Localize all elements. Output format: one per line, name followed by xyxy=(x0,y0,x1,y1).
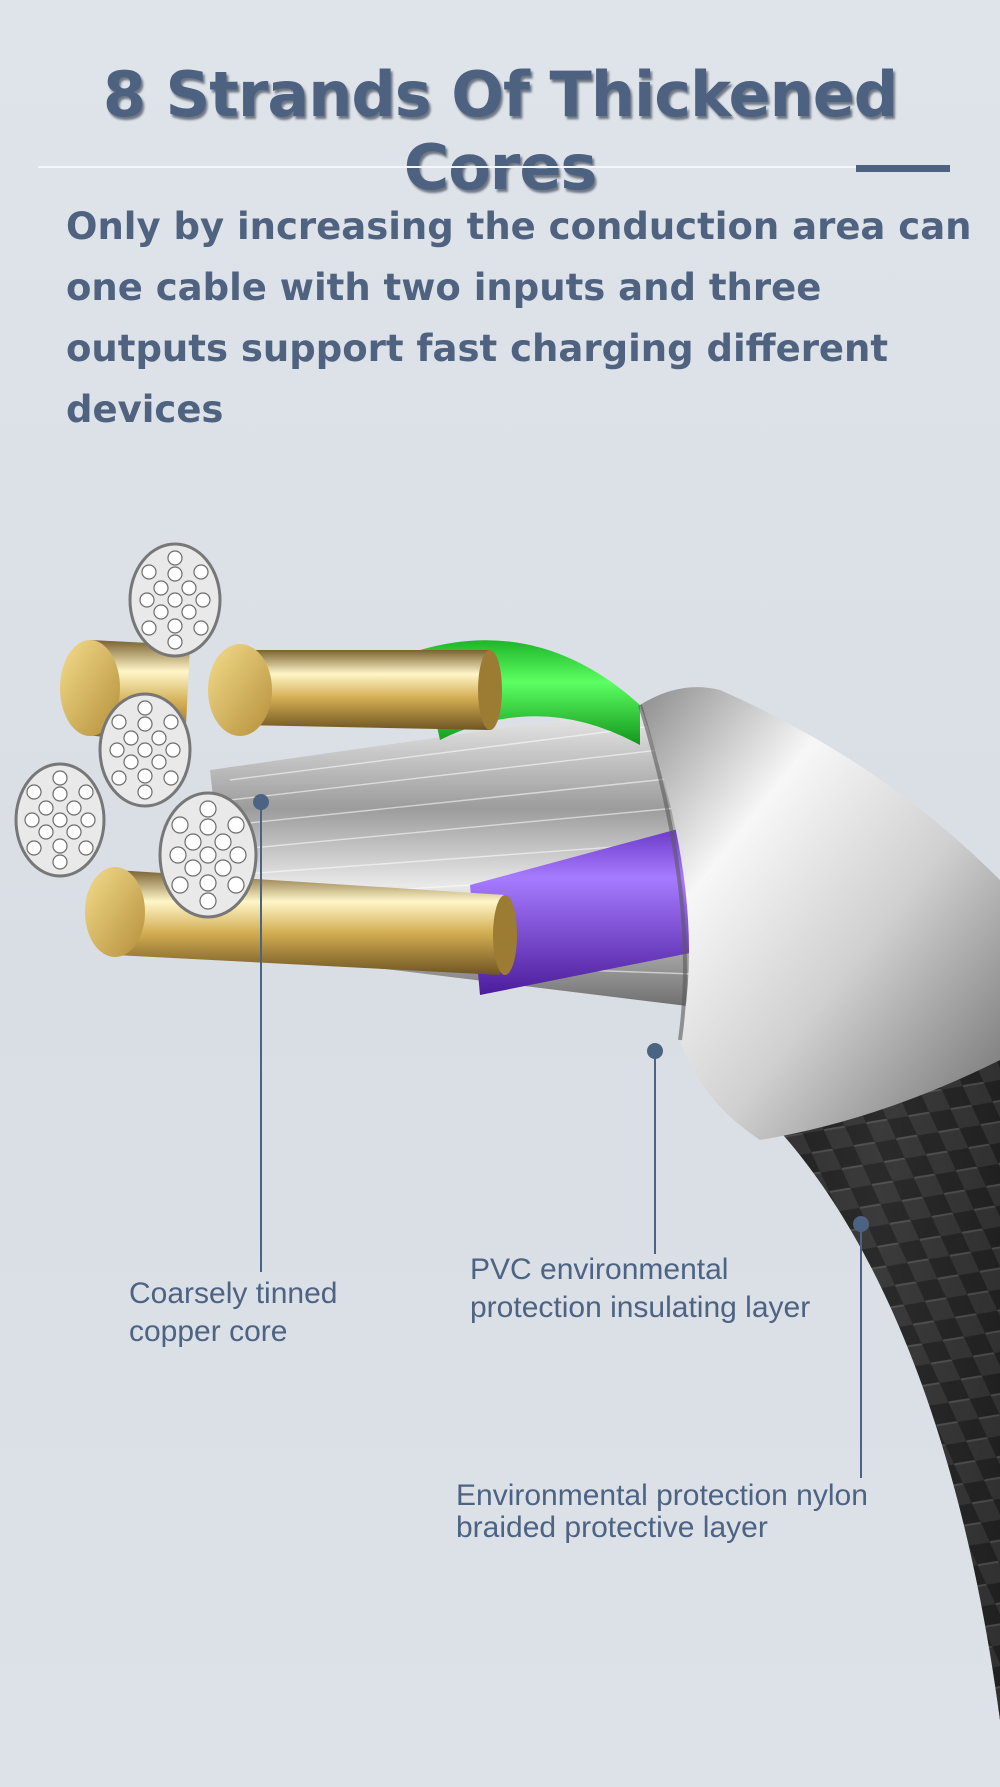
callout-nylon-braid-line-1: Environmental protection nylon xyxy=(456,1479,868,1512)
callout-pvc-layer: PVC environmental protection insulating … xyxy=(470,1251,810,1327)
stranded-core-faces xyxy=(14,542,258,919)
callout-copper-core: Coarsely tinned copper core xyxy=(129,1275,337,1351)
purple-insulated-core xyxy=(470,815,730,995)
callout-leaders xyxy=(253,794,869,1478)
divider-accent xyxy=(856,165,950,172)
nylon-braided-jacket xyxy=(760,1060,1000,1720)
callout-pvc-layer-line-2: protection insulating layer xyxy=(470,1291,811,1324)
gold-cores xyxy=(60,640,517,975)
pvc-insulating-sleeve xyxy=(640,687,1000,1140)
divider-line xyxy=(38,166,950,168)
callout-nylon-braid-line-2: braided protective layer xyxy=(456,1511,768,1544)
callout-nylon-braid: Environmental protection nylon braided p… xyxy=(456,1480,868,1544)
callout-copper-core-line-1: Coarsely tinned xyxy=(129,1277,338,1310)
callout-pvc-layer-line-1: PVC environmental xyxy=(470,1253,729,1286)
feature-description: Only by increasing the conduction area c… xyxy=(66,205,972,431)
callout-copper-core-line-2: copper core xyxy=(129,1315,288,1348)
